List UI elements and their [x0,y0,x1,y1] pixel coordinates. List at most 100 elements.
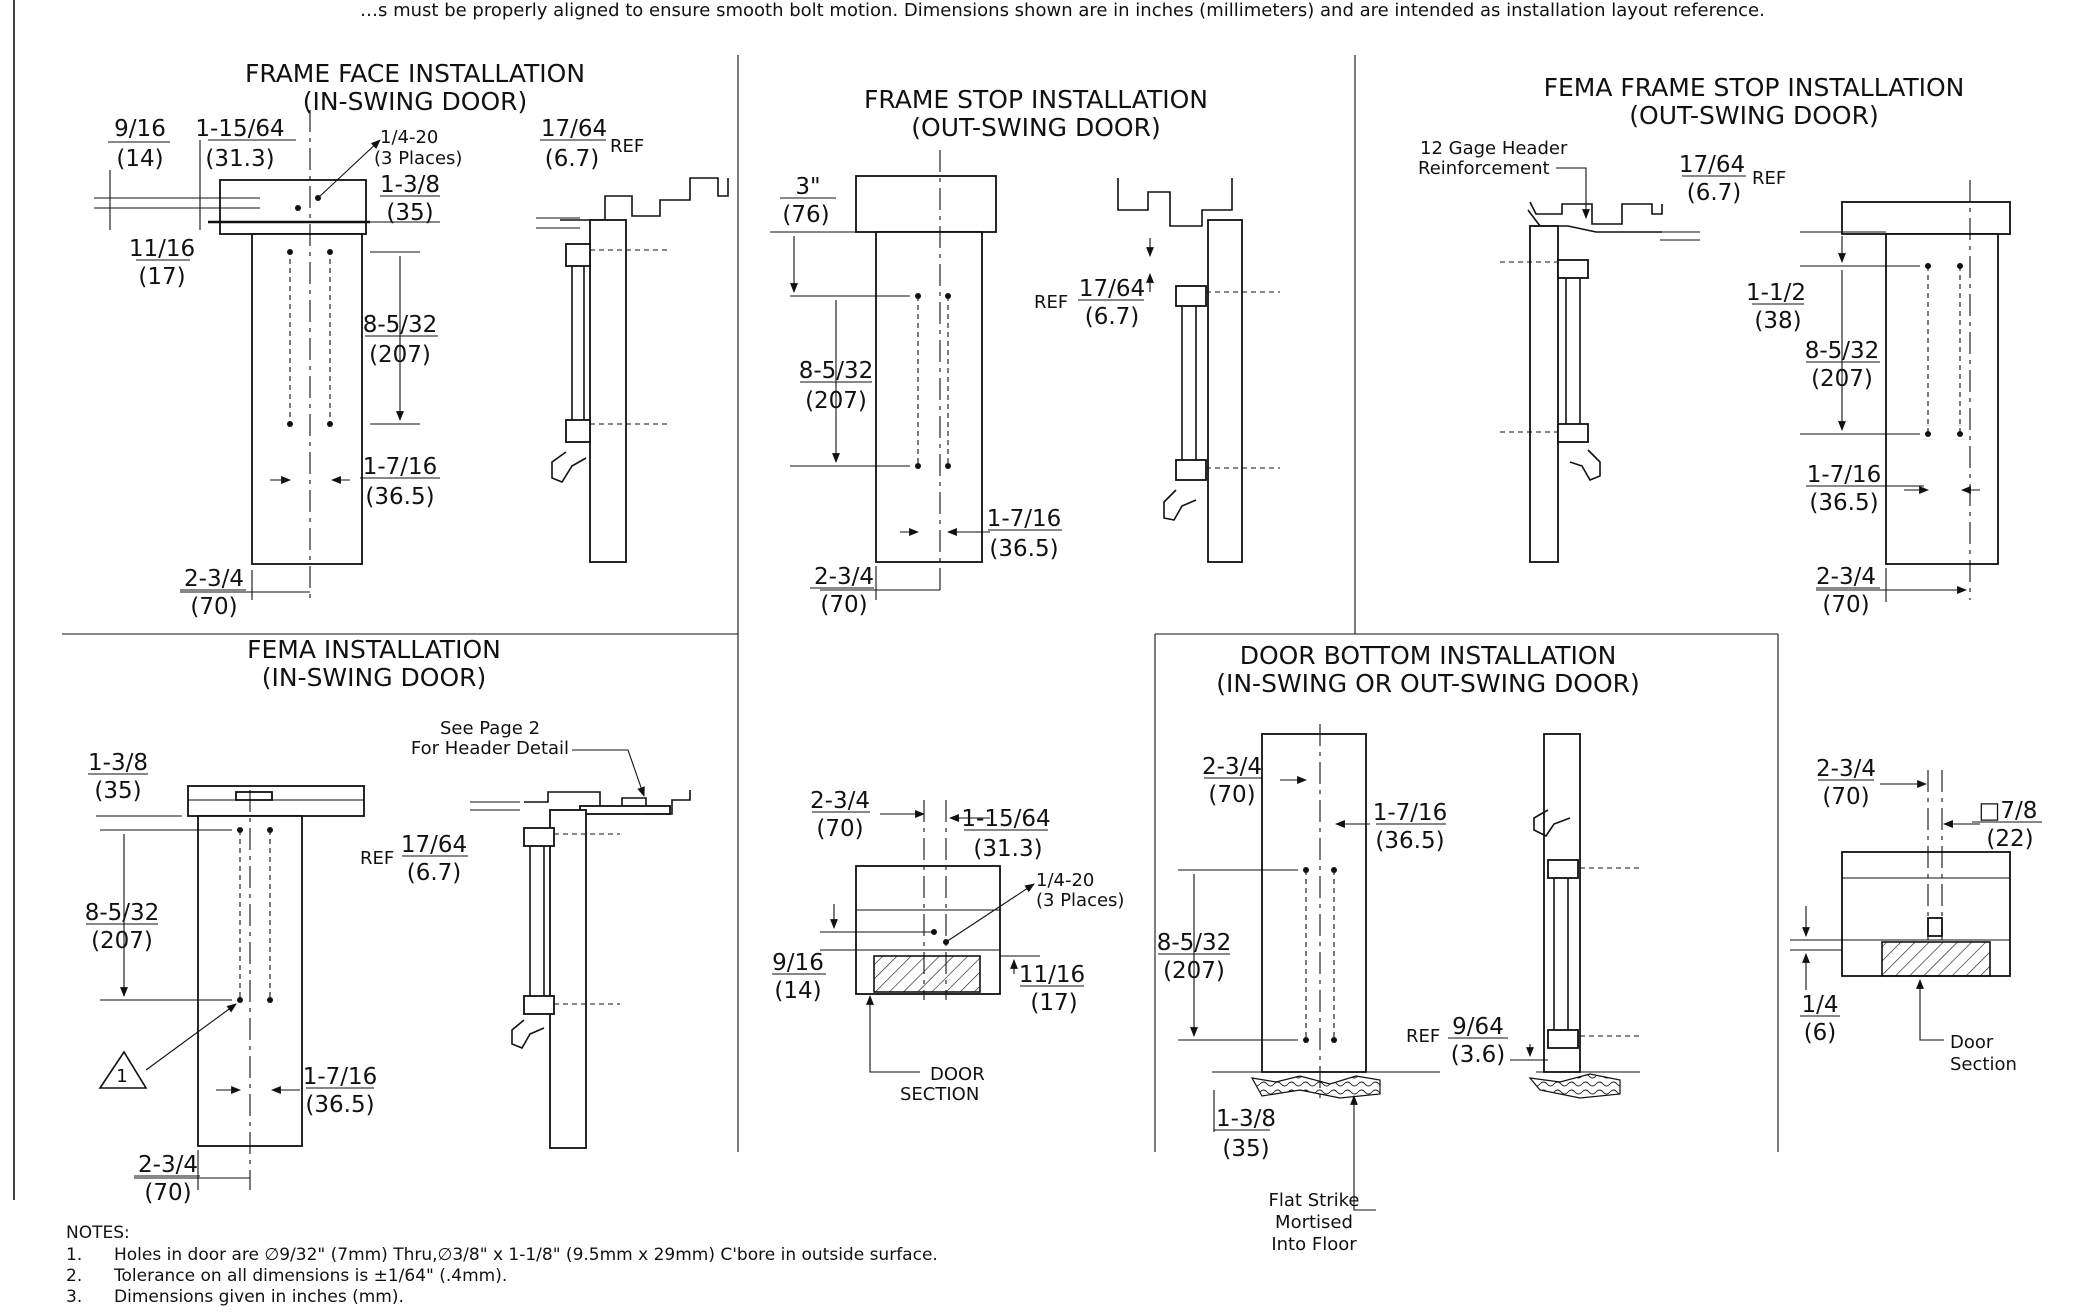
db-strike-1: Flat Strike [1269,1190,1360,1211]
ff-screw: 1/4-20 [380,127,438,148]
ffs-gage-2: Reinforcement [1418,158,1550,179]
note-2-text: Tolerance on all dimensions is ±1/64" (.… [113,1266,507,1286]
db-side-9-64: 9/64 [1452,1014,1504,1040]
fs-dim-76: (76) [782,202,829,228]
ff-dim-8-5-32: 8-5/32 [363,312,438,338]
frame-face-title: FRAME FACE INSTALLATION [245,59,585,88]
door-bottom-subtitle: (IN-SWING OR OUT-SWING DOOR) [1216,669,1640,698]
ff-dim-36-5: (36.5) [365,484,434,510]
ffs-side-17-64: 17/64 [1679,152,1745,178]
db-dim-1-7-16: 1-7/16 [1373,800,1448,826]
cs-dim-14: (14) [774,978,821,1004]
ffs-side-6-7: (6.7) [1687,180,1742,206]
cs-dim-1-15-64: 1-15/64 [961,806,1050,832]
rs-dim-6: (6) [1804,1020,1837,1046]
cs-door-1: DOOR [930,1064,985,1085]
ff-dim-207: (207) [369,342,431,368]
ff-dim-70: (70) [190,594,237,620]
ffs-dim-1-7-16: 1-7/16 [1807,462,1882,488]
db-strike-3: Into Floor [1271,1234,1357,1255]
fema-frame-stop-subtitle: (OUT-SWING DOOR) [1629,101,1878,130]
fema-see-1: See Page 2 [440,718,540,739]
ffs-dim-38: (38) [1754,308,1801,334]
notes-heading: NOTES: [66,1223,130,1243]
ff-side-ref: REF [610,136,644,157]
ffs-dim-1-1-2: 1-1/2 [1746,280,1806,306]
ff-dim-1-15-64: 1-15/64 [195,116,284,142]
fs-side-17-64: 17/64 [1079,276,1145,302]
db-dim-70: (70) [1208,782,1255,808]
panel-dividers [13,0,1779,1200]
frame-stop-title: FRAME STOP INSTALLATION [864,85,1208,114]
cs-dim-2-3-4: 2-3/4 [810,788,870,814]
ff-side-17-64: 17/64 [541,116,607,142]
note-3-num: 3. [66,1287,82,1307]
fema-dim-36-5: (36.5) [305,1092,374,1118]
frame-stop-installation: FRAME STOP INSTALLATION (OUT-SWING DOOR)… [770,85,1280,618]
ff-dim-31-3: (31.3) [205,146,274,172]
rs-dim-1-4: 1/4 [1801,992,1838,1018]
ff-dim-17: (17) [138,264,185,290]
fema-side-6-7: (6.7) [407,860,462,886]
fs-dim-207: (207) [805,388,867,414]
fs-dim-8-5-32: 8-5/32 [799,358,874,384]
cs-dim-11-16: 11/16 [1019,962,1085,988]
ffs-dim-207: (207) [1811,366,1873,392]
db-dim-35: (35) [1222,1136,1269,1162]
ffs-gage-1: 12 Gage Header [1420,138,1568,159]
note-1-text: Holes in door are ∅9/32" (7mm) Thru,∅3/8… [114,1245,938,1265]
frame-face-subtitle: (IN-SWING DOOR) [303,87,528,116]
fs-dim-36-5: (36.5) [989,536,1058,562]
fema-dim-35: (35) [94,778,141,804]
cs-dim-70: (70) [816,816,863,842]
rs-dim-2-3-4: 2-3/4 [1816,756,1876,782]
rs-dim-7-8: □7/8 [1979,798,2038,824]
fema-side-ref: REF [360,848,394,869]
notes-block: NOTES: 1. Holes in door are ∅9/32" (7mm)… [66,1223,938,1307]
db-side-3-6: (3.6) [1451,1042,1506,1068]
fema-subtitle: (IN-SWING DOOR) [262,663,487,692]
fs-dim-3in: 3" [795,174,820,200]
fema-see-2: For Header Detail [411,738,569,759]
fema-dim-70: (70) [144,1180,191,1206]
fema-callout: 1 [116,1066,127,1087]
cs-door-2: SECTION [900,1084,979,1105]
db-dim-36-5: (36.5) [1375,828,1444,854]
fema-dim-8-5-32: 8-5/32 [85,900,160,926]
note-2-num: 2. [66,1266,82,1286]
ff-dim-1-3-8: 1-3/8 [380,172,440,198]
fs-dim-2-3-4: 2-3/4 [814,564,874,590]
ff-side-6-7: (6.7) [545,146,600,172]
fs-dim-1-7-16: 1-7/16 [987,506,1062,532]
center-door-section: 2-3/4 (70) 1-15/64 (31.3) 1/4-20 (3 Plac… [772,788,1124,1105]
fema-dim-207: (207) [91,928,153,954]
cs-screw-note: (3 Places) [1036,890,1124,911]
fema-installation: FEMA INSTALLATION (IN-SWING DOOR) 1-3/8 … [85,635,691,1206]
fs-side-6-7: (6.7) [1085,304,1140,330]
ff-dim-14: (14) [116,146,163,172]
fema-dim-1-3-8: 1-3/8 [88,750,148,776]
cs-screw: 1/4-20 [1036,870,1094,891]
db-strike-2: Mortised [1275,1212,1353,1233]
frame-face-installation: FRAME FACE INSTALLATION (IN-SWING DOOR) … [94,59,729,620]
db-dim-207: (207) [1163,958,1225,984]
ff-dim-2-3-4: 2-3/4 [184,566,244,592]
ff-dim-35: (35) [386,200,433,226]
rs-door-2: Section [1950,1054,2017,1075]
db-side-ref: REF [1406,1026,1440,1047]
ff-dim-1-7-16: 1-7/16 [363,454,438,480]
door-bottom-installation: DOOR BOTTOM INSTALLATION (IN-SWING OR OU… [1157,641,1640,1255]
ffs-side-ref: REF [1752,168,1786,189]
fema-frame-stop-installation: FEMA FRAME STOP INSTALLATION (OUT-SWING … [1418,73,2011,618]
ffs-dim-2-3-4: 2-3/4 [1816,564,1876,590]
ffs-dim-70: (70) [1822,592,1869,618]
fema-dim-2-3-4: 2-3/4 [138,1152,198,1178]
fema-dim-1-7-16: 1-7/16 [303,1064,378,1090]
fs-dim-70: (70) [820,592,867,618]
db-dim-8-5-32: 8-5/32 [1157,930,1232,956]
fema-frame-stop-title: FEMA FRAME STOP INSTALLATION [1544,73,1965,102]
ff-dim-9-16: 9/16 [114,116,166,142]
ff-dim-11-16: 11/16 [129,236,195,262]
note-3-text: Dimensions given in inches (mm). [114,1287,404,1307]
